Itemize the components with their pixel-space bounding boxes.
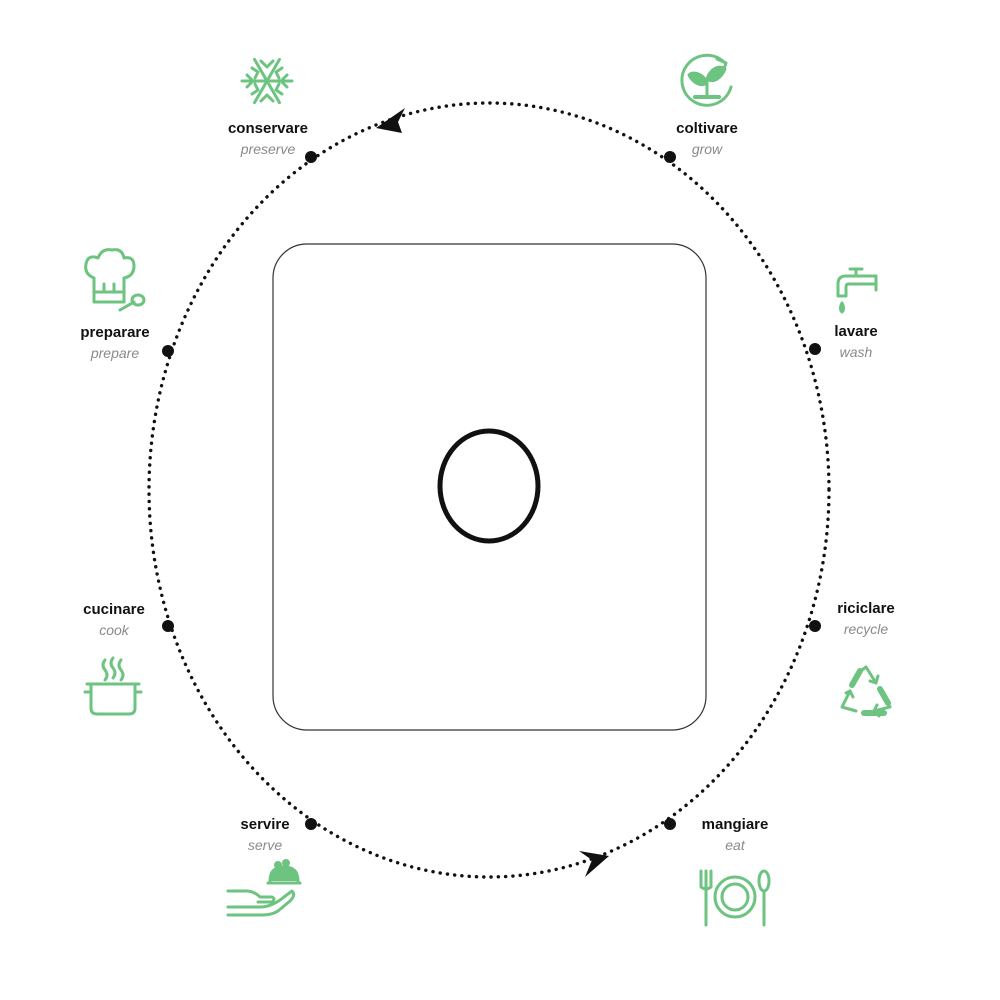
- snowflake-icon: [240, 57, 294, 105]
- step-label-en: serve: [247, 837, 283, 853]
- step-mangiare: mangiare eat: [702, 817, 769, 852]
- step-label-it: lavare: [834, 323, 878, 340]
- step-label-en: wash: [839, 344, 873, 360]
- step-label-en: cook: [99, 622, 129, 638]
- node-riciclare: [809, 620, 821, 632]
- step-label-it: riciclare: [837, 600, 895, 617]
- step-label-en: recycle: [843, 621, 889, 637]
- center-ring: [437, 428, 541, 544]
- node-lavare: [809, 343, 821, 355]
- center-frame: [272, 243, 707, 731]
- step-servire: servire serve: [240, 817, 289, 852]
- step-label-it: preparare: [80, 324, 150, 341]
- step-conservare: conservare preserve: [228, 121, 308, 156]
- step-lavare: lavare wash: [834, 324, 877, 359]
- direction-arrow-top: [376, 108, 405, 133]
- direction-arrow-bottom: [579, 851, 609, 877]
- step-label-it: mangiare: [701, 816, 769, 833]
- node-cucinare: [162, 620, 174, 632]
- step-label-en: preserve: [240, 141, 296, 157]
- step-label-it: cucinare: [83, 601, 145, 618]
- step-label-it: servire: [240, 816, 290, 833]
- step-label-it: conservare: [227, 120, 309, 137]
- cooking-pot-icon: [83, 656, 143, 716]
- node-mangiare: [664, 818, 676, 830]
- step-label-en: eat: [725, 837, 745, 853]
- cycle-nodes: [162, 151, 821, 830]
- node-conservare: [305, 151, 317, 163]
- recycle-icon: [840, 665, 892, 718]
- step-riciclare: riciclare recycle: [837, 601, 895, 636]
- node-servire: [305, 818, 317, 830]
- step-cucinare: cucinare cook: [83, 602, 145, 637]
- node-preparare: [162, 345, 174, 357]
- cycle-path: [147, 101, 831, 879]
- plate-fork-spoon-icon: [699, 869, 771, 927]
- grow-seedling-icon: [680, 53, 733, 107]
- step-coltivare: coltivare grow: [676, 121, 738, 156]
- step-label-en: grow: [691, 141, 723, 157]
- step-label-it: coltivare: [676, 120, 738, 137]
- faucet-icon: [836, 267, 878, 314]
- step-preparare: preparare prepare: [80, 325, 149, 360]
- node-coltivare: [664, 151, 676, 163]
- chef-hat-icon: [84, 248, 146, 312]
- step-label-en: prepare: [90, 345, 140, 361]
- serving-hand-icon: [226, 859, 302, 917]
